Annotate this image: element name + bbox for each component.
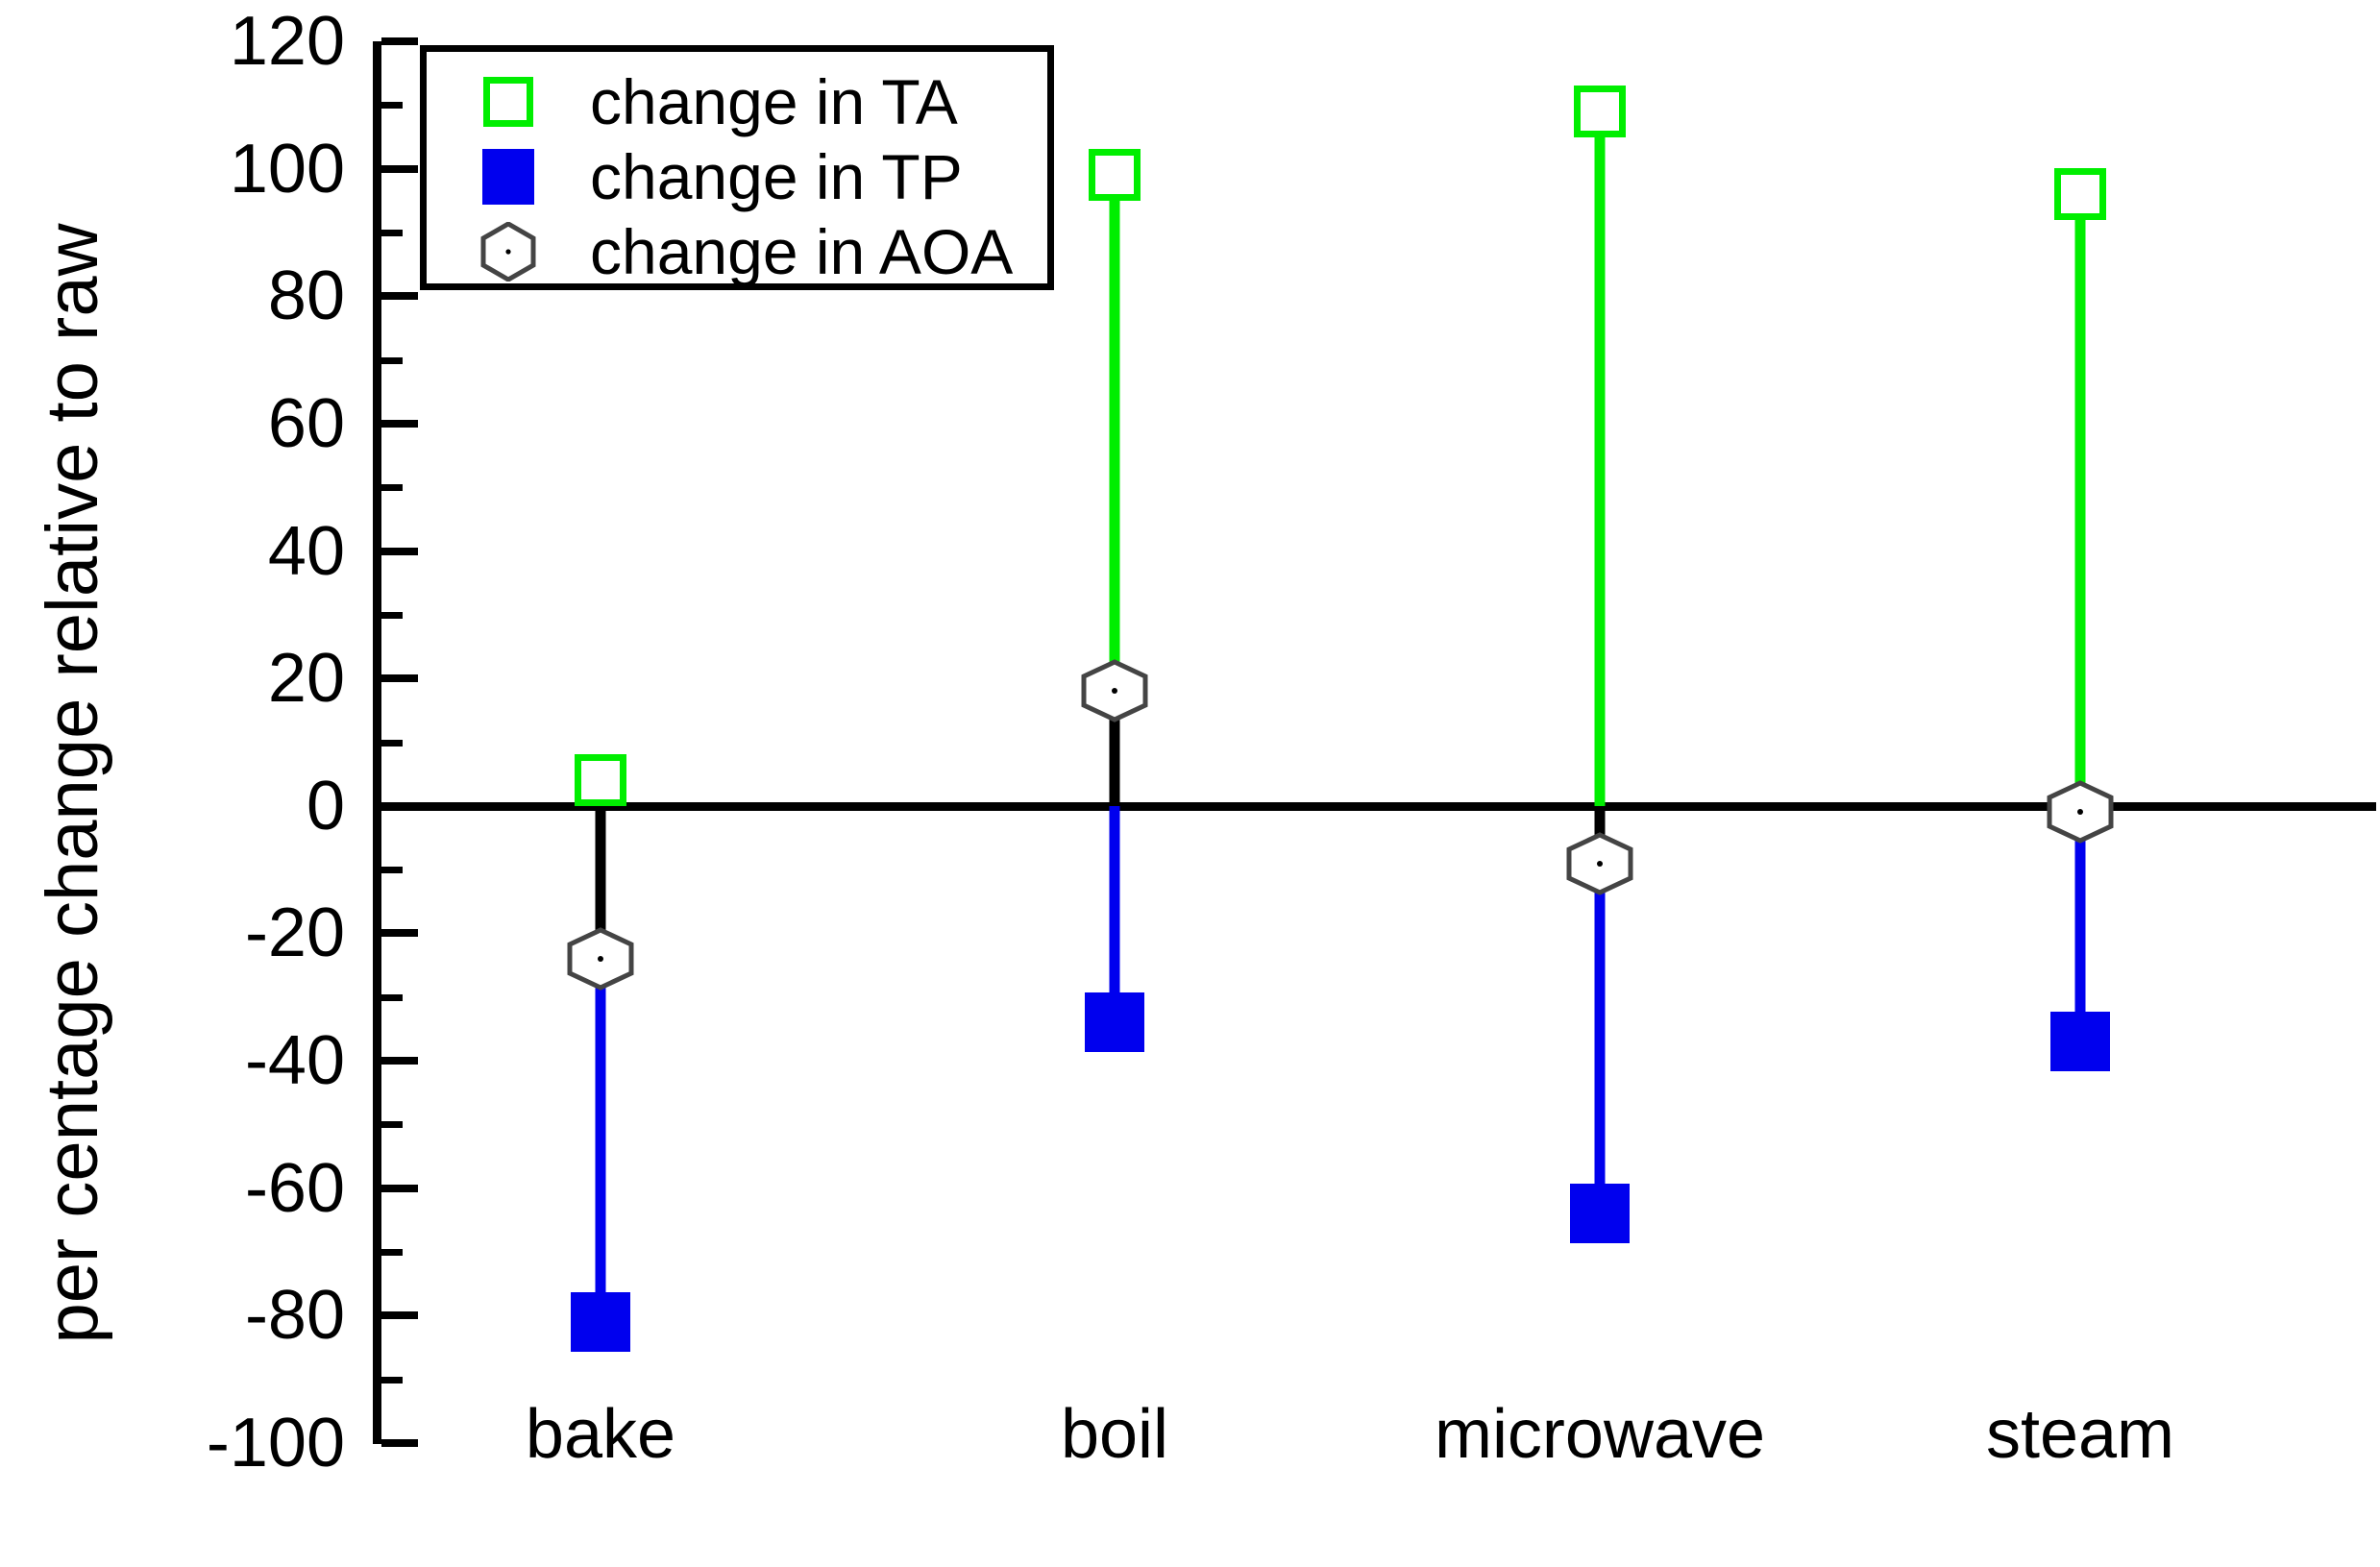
x-label-microwave: microwave — [1434, 1396, 1766, 1473]
y-tick-major — [381, 292, 418, 301]
y-tick-minor — [381, 229, 403, 236]
y-tick-minor — [381, 1121, 403, 1129]
zero-baseline — [373, 801, 2376, 811]
stem-ta — [2074, 194, 2086, 806]
y-tick-label: 40 — [267, 512, 345, 590]
y-tick-label: -100 — [206, 1405, 345, 1481]
chart-legend: change in TA change in TP change in AOA — [420, 45, 1054, 290]
y-tick-label: -80 — [244, 1277, 345, 1355]
y-tick-minor — [381, 356, 403, 364]
marker-ta-microwave — [1574, 85, 1626, 137]
y-tick-label: 20 — [267, 640, 345, 718]
x-label-bake: bake — [525, 1396, 676, 1473]
marker-tp-bake — [571, 1291, 630, 1352]
stem-ta — [1109, 175, 1120, 692]
legend-item-ta: change in TA — [427, 66, 1047, 137]
y-tick-label: 100 — [229, 130, 345, 208]
y-tick-minor — [381, 484, 403, 492]
y-tick-minor — [381, 611, 403, 619]
marker-tp-microwave — [1570, 1184, 1630, 1244]
marker-tp-steam — [2050, 1012, 2110, 1072]
marker-aoa-steam — [2047, 780, 2114, 845]
y-tick-minor — [381, 102, 403, 110]
legend-label-tp: change in TP — [590, 141, 963, 212]
y-tick-minor — [381, 867, 403, 874]
y-tick-label: 80 — [267, 257, 345, 335]
y-tick-major — [381, 164, 418, 173]
marker-aoa-microwave — [1566, 831, 1633, 895]
y-tick-major — [381, 929, 418, 938]
y-tick-major — [381, 674, 418, 683]
marker-aoa-bake — [567, 927, 634, 991]
x-label-boil: boil — [1060, 1396, 1169, 1473]
open-square-icon — [427, 77, 590, 127]
y-tick-major — [381, 547, 418, 555]
y-tick-minor — [381, 1249, 403, 1257]
y-tick-label: 120 — [229, 3, 345, 80]
legend-item-tp: change in TP — [427, 141, 1047, 212]
stem-tp — [595, 958, 606, 1322]
marker-ta-bake — [575, 754, 626, 807]
stem-ta — [1594, 110, 1606, 806]
y-tick-minor — [381, 739, 403, 747]
y-tick-major — [381, 419, 418, 428]
marker-tp-boil — [1085, 992, 1144, 1053]
y-tick-label: 0 — [306, 767, 345, 845]
stem-tp — [1594, 863, 1606, 1214]
filled-square-icon — [427, 149, 590, 205]
y-tick-minor — [381, 993, 403, 1001]
legend-label-aoa: change in AOA — [590, 216, 1014, 287]
y-tick-major — [381, 1184, 418, 1192]
y-tick-label: 60 — [267, 384, 345, 462]
hexagon-dot-icon — [427, 222, 590, 282]
marker-ta-steam — [2054, 168, 2106, 221]
legend-item-aoa: change in AOA — [427, 216, 1047, 287]
hexagon-dot-glyph — [480, 222, 536, 282]
y-tick-label: -60 — [244, 1149, 345, 1227]
y-tick-major — [381, 1439, 418, 1447]
y-tick-major — [381, 1311, 418, 1320]
y-axis-title: per centage change relative to raw — [31, 223, 113, 1344]
y-tick-label: -40 — [244, 1022, 345, 1100]
marker-ta-boil — [1089, 149, 1141, 202]
stem-tp — [1109, 805, 1120, 1023]
y-tick-major — [381, 1057, 418, 1065]
marker-aoa-boil — [1081, 659, 1148, 723]
stem-aoa — [595, 805, 606, 959]
stem-tp — [2074, 812, 2086, 1042]
y-tick-major — [381, 37, 418, 45]
y-tick-label: -20 — [244, 894, 345, 972]
stem-aoa — [1109, 691, 1120, 806]
y-tick-minor — [381, 1376, 403, 1383]
legend-label-ta: change in TA — [590, 66, 958, 137]
x-label-steam: steam — [1985, 1396, 2175, 1473]
y-axis-line — [373, 41, 381, 1444]
